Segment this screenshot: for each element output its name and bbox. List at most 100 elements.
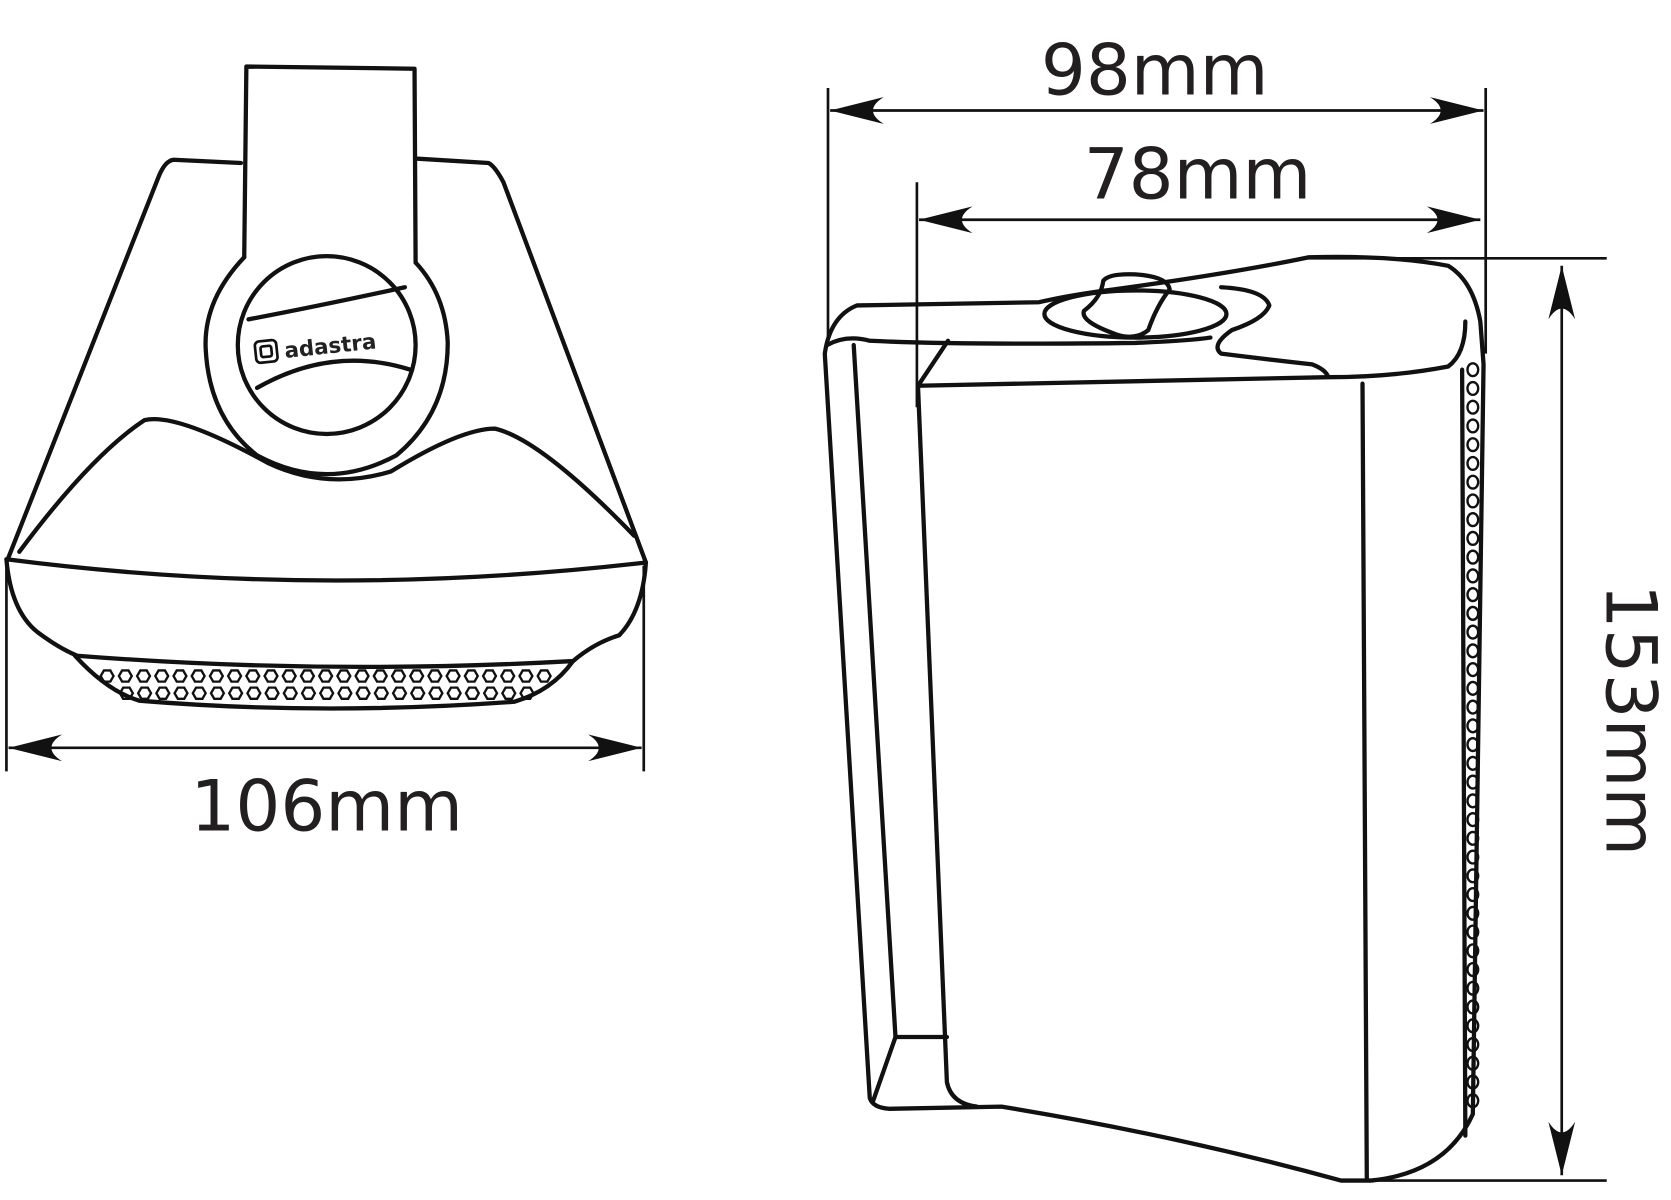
front-view: adastra 106mm (4, 64, 649, 847)
grille-hole (1466, 1036, 1480, 1053)
grille-hole (1466, 699, 1480, 715)
grille-hole (373, 686, 390, 700)
bracket-knob-side (1081, 272, 1172, 339)
front-lower-edge (4, 557, 649, 583)
grille-hole (117, 669, 134, 683)
grille-hole (1466, 399, 1480, 415)
side-bottom-bevel (870, 1034, 898, 1104)
grille-hole (427, 669, 443, 683)
grille-hole (1466, 493, 1480, 509)
grille-hole (1466, 549, 1480, 565)
grille-hole (282, 686, 299, 700)
grille-hole (1466, 1093, 1480, 1109)
grille-hole (245, 669, 261, 683)
grille-hole (1466, 624, 1480, 640)
grille-hole (300, 686, 317, 700)
grille-hole (155, 686, 171, 700)
grille-hole (1466, 474, 1480, 490)
grille-hole (1466, 868, 1480, 884)
grille-hole (172, 669, 188, 683)
grille-hole (1466, 811, 1480, 828)
grille-hole (1466, 830, 1480, 846)
grille-hole (190, 669, 206, 683)
grille-hole (390, 669, 407, 683)
front-body-outline (6, 156, 649, 565)
grille-hole (336, 669, 352, 683)
grille-hole (1466, 886, 1480, 903)
grille-hole (1466, 512, 1480, 528)
grille-hole (1466, 943, 1480, 959)
tweeter-ring (1042, 288, 1229, 340)
grille-hole (445, 669, 461, 683)
grille-hole (226, 669, 243, 683)
grille-hole (481, 669, 498, 683)
grille-hole (246, 686, 262, 700)
grille-hole (1466, 1074, 1480, 1090)
grille-hole (299, 669, 316, 683)
grille-hole (281, 669, 297, 683)
front-grille-holes (99, 669, 552, 700)
side-left-inner-edge (851, 342, 950, 1040)
grille-hole (1466, 380, 1480, 397)
grille-hole (372, 669, 389, 683)
side-body-outline (822, 254, 1486, 1183)
grille-hole (1466, 530, 1480, 547)
bracket-knob (235, 254, 418, 437)
cabinet-side-edge (1360, 381, 1369, 1181)
grille-hole (1466, 418, 1480, 434)
grille-hole (1466, 680, 1480, 696)
grille-hole (463, 669, 480, 683)
grille-hole (209, 686, 226, 700)
overall-depth-label: 98mm (1041, 28, 1269, 111)
grille-hole (1466, 643, 1480, 659)
grille-hole (354, 669, 370, 683)
grille-hole (99, 669, 115, 683)
side-grille-holes (1466, 362, 1480, 1109)
bracket-ring (203, 255, 450, 477)
grille-hole (428, 686, 444, 700)
grille-hole (153, 669, 170, 683)
grille-hole (391, 686, 408, 700)
cabinet-depth-label: 78mm (1084, 132, 1312, 215)
side-view: 98mm 78mm 153mm (822, 28, 1671, 1183)
grille-hole (118, 686, 135, 700)
grille-hole (173, 686, 189, 700)
grille-hole (317, 669, 334, 683)
grille-hole (1466, 774, 1480, 790)
front-lower-body (4, 557, 649, 670)
grille-hole (1466, 755, 1480, 771)
grille-hole (1466, 662, 1480, 678)
grille-hole (1466, 718, 1480, 734)
grille-hole (355, 686, 371, 700)
grille-hole (227, 686, 244, 700)
grille-hole (518, 669, 534, 683)
grille-hole (519, 686, 535, 700)
width-label: 106mm (190, 764, 463, 847)
grille-hole (318, 686, 335, 700)
grille-hole (136, 686, 153, 700)
height-label: 153mm (1590, 584, 1671, 857)
side-right-grille-edge (1459, 367, 1468, 1138)
grille-hole (408, 669, 425, 683)
grille-hole (1466, 999, 1480, 1015)
grille-hole (1466, 1018, 1480, 1034)
grille-hole (501, 686, 517, 700)
grille-hole (1466, 605, 1480, 621)
grille-hole (1466, 737, 1480, 753)
grille-hole (1466, 587, 1480, 603)
grille-hole (1466, 455, 1480, 472)
side-top-ridge (824, 335, 1213, 348)
grille-hole (135, 669, 152, 683)
grille-hole (1466, 793, 1480, 809)
grille-hole (1466, 924, 1480, 940)
grille-hole (1466, 362, 1480, 378)
grille-hole (1466, 1055, 1480, 1071)
front-wave-line (17, 417, 637, 554)
grille-hole (464, 686, 481, 700)
grille-hole (263, 669, 279, 683)
knob-band-top (246, 285, 408, 322)
grille-hole (536, 669, 552, 683)
grille-hole (264, 686, 280, 700)
grille-hole (482, 686, 499, 700)
